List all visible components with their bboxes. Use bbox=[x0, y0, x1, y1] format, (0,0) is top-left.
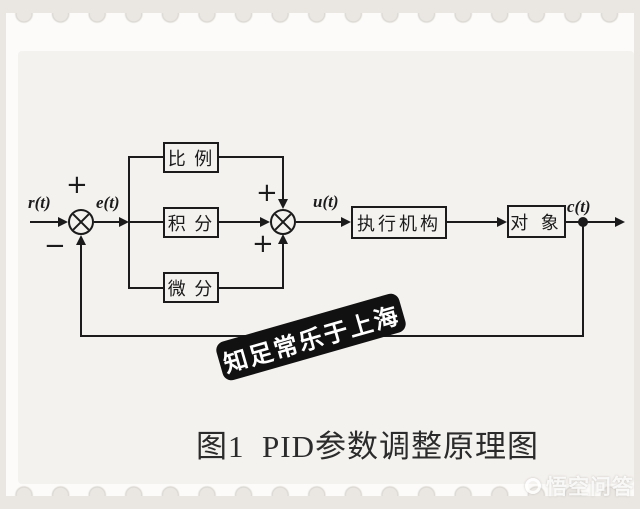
proportional-block: 比 例 bbox=[163, 142, 219, 173]
sum2-bottom-plus-sign: + bbox=[252, 229, 274, 259]
integral-output-line bbox=[219, 221, 261, 223]
plant-block: 对 象 bbox=[507, 205, 566, 238]
derivative-up-line bbox=[282, 244, 284, 289]
feedback-left-line bbox=[80, 245, 82, 337]
control-line bbox=[296, 221, 341, 223]
proportional-output-line bbox=[219, 156, 284, 158]
corner-watermark: 悟空问答 bbox=[525, 471, 634, 501]
diagram-panel bbox=[18, 51, 634, 484]
sum1-plus-sign: + bbox=[66, 170, 88, 200]
sum1-minus-sign: − bbox=[44, 231, 66, 261]
integral-block: 积 分 bbox=[163, 207, 219, 238]
actuator-output-line bbox=[447, 221, 497, 223]
proportional-input-line bbox=[129, 156, 163, 158]
signal-label-ut: u(t) bbox=[313, 192, 339, 211]
sum2-top-plus-sign: + bbox=[256, 178, 278, 208]
summing-junction-2 bbox=[270, 209, 296, 235]
corner-watermark-text: 悟空问答 bbox=[546, 476, 634, 499]
plant-arrowhead bbox=[497, 217, 507, 227]
integral-arrowhead bbox=[260, 217, 270, 227]
signal-label-rt: r(t) bbox=[28, 193, 51, 212]
error-line bbox=[94, 221, 119, 223]
summing-junction-1 bbox=[68, 209, 94, 235]
control-arrowhead bbox=[341, 217, 351, 227]
error-arrowhead bbox=[119, 217, 129, 227]
wukong-logo-icon bbox=[525, 478, 541, 494]
feedback-right-line bbox=[582, 222, 584, 337]
derivative-block: 微 分 bbox=[163, 272, 219, 303]
integral-input-line bbox=[129, 221, 163, 223]
proportional-arrowhead bbox=[278, 199, 288, 209]
signal-label-ct: c(t) bbox=[567, 197, 591, 216]
input-line bbox=[30, 221, 58, 223]
signal-label-et: e(t) bbox=[96, 193, 120, 212]
output-line bbox=[566, 221, 615, 223]
output-arrowhead bbox=[615, 217, 625, 227]
input-arrowhead bbox=[58, 217, 68, 227]
feedback-arrowhead bbox=[76, 235, 86, 245]
derivative-input-line bbox=[129, 287, 163, 289]
figure-caption: 图1 PID参数调整原理图 bbox=[196, 429, 539, 464]
actuator-block: 执行机构 bbox=[351, 206, 447, 239]
stamp-paper bbox=[6, 13, 634, 496]
derivative-output-line bbox=[219, 287, 284, 289]
proportional-down-line bbox=[282, 156, 284, 200]
derivative-arrowhead bbox=[278, 234, 288, 244]
